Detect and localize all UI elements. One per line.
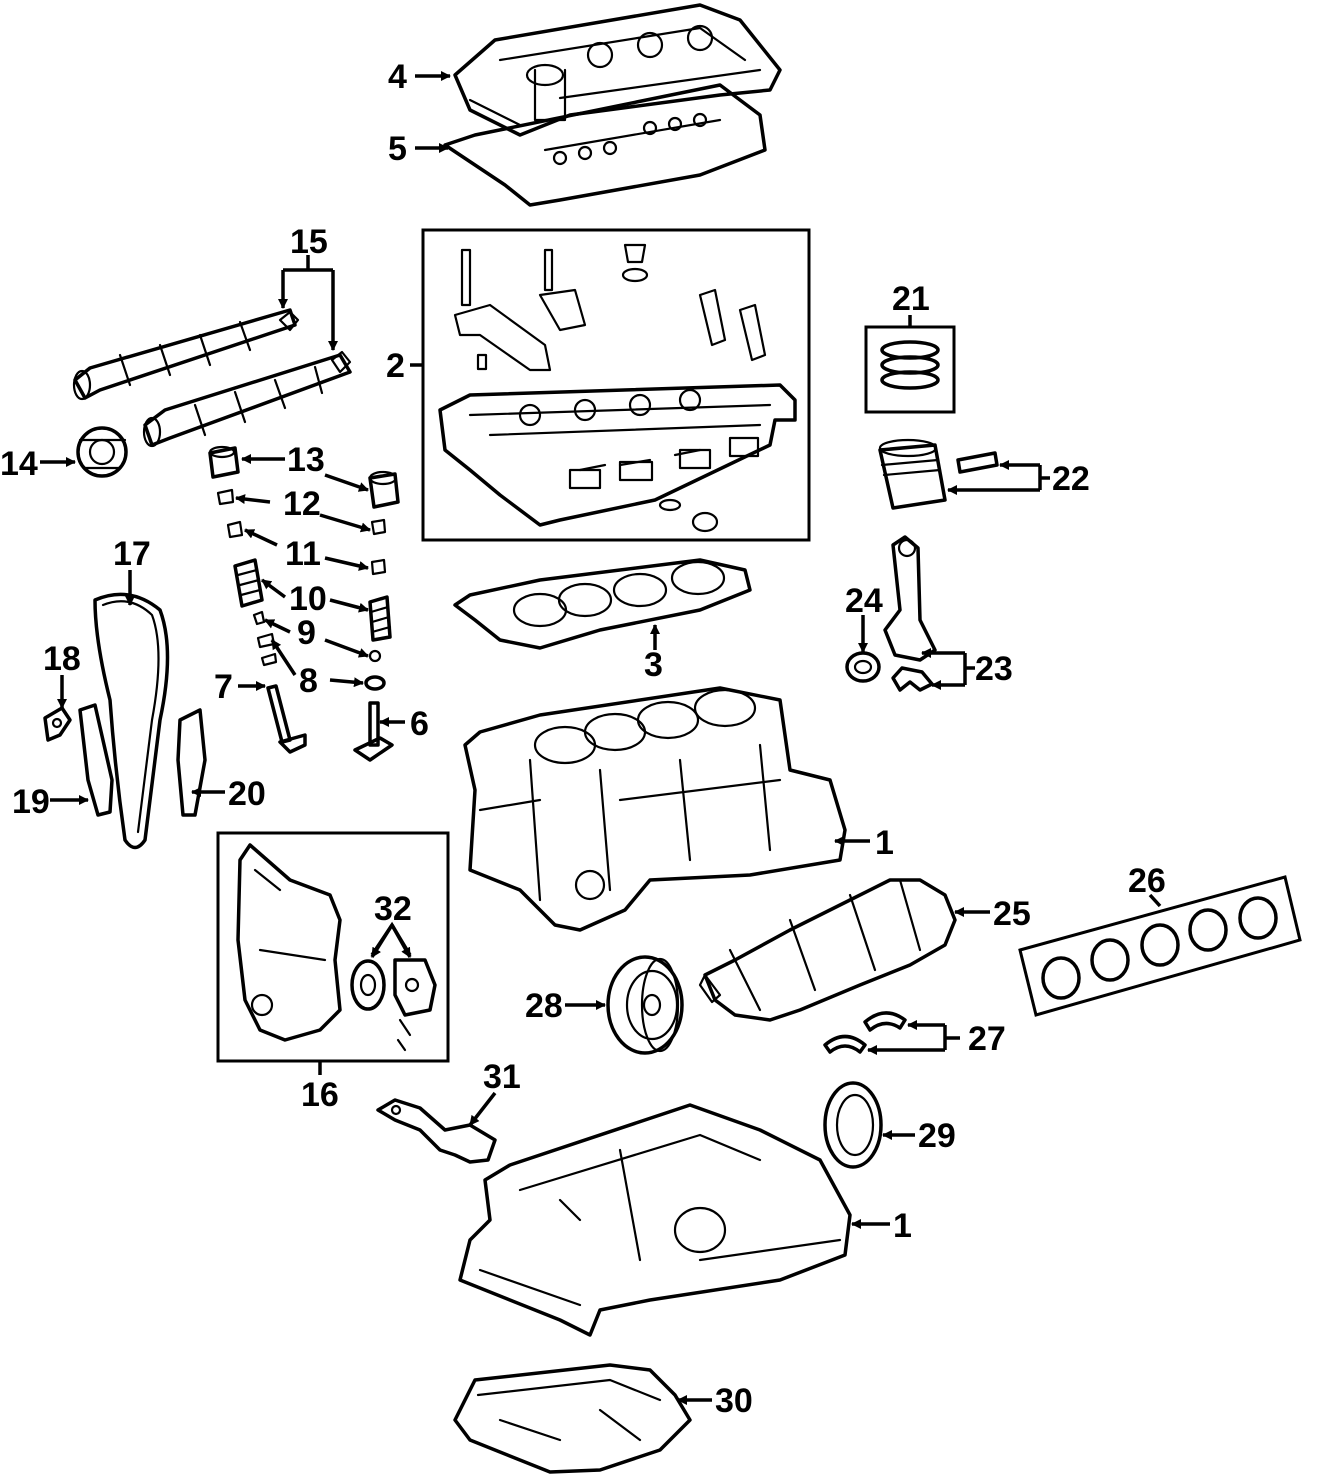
rear-main-seal [823,1081,883,1169]
callout-19: 19 [12,783,50,821]
callout-13: 13 [287,441,325,479]
valve-train-parts-left [216,488,278,667]
callout-30: 30 [715,1382,753,1420]
callout-15: 15 [290,223,328,261]
callout-25: 25 [993,895,1031,933]
callout-21: 21 [892,280,930,318]
callout-20: 20 [228,775,266,813]
callout-1-upper: 1 [875,824,894,862]
piston-and-pin [878,438,999,510]
thrust-washers [823,1011,907,1054]
callout-3: 3 [644,646,663,684]
timing-cover [236,843,437,1052]
piston-rings-box [864,325,956,414]
callout-14: 14 [0,445,38,483]
callout-29: 29 [918,1117,956,1155]
crankshaft [698,878,957,1022]
leader-lines [40,71,1162,1405]
callout-22: 22 [1052,460,1090,498]
oil-pickup [376,1098,497,1164]
callout-2: 2 [386,347,405,385]
callout-31: 31 [483,1058,521,1096]
valve-cover [453,3,782,137]
connecting-rod [883,535,937,692]
callout-24: 24 [845,582,883,620]
timing-cover-box [216,831,450,1063]
valve-lifters [208,445,400,509]
callout-18: 18 [43,640,81,678]
piston-rings [880,340,940,390]
cylinder-head [438,243,797,533]
chain-tensioner [43,706,72,742]
oil-pan-lower [453,1363,692,1474]
main-bearings-box [1018,875,1302,1017]
cylinder-head-kit-box [421,228,811,542]
callout-32: 32 [374,890,412,928]
callout-12: 12 [283,485,321,523]
callout-6: 6 [410,705,429,743]
rod-bearing [845,651,881,683]
valve-train-parts-right [364,518,392,691]
chain-guide-2 [176,708,207,817]
callout-28: 28 [525,987,563,1025]
main-bearings [1041,896,1278,1000]
callout-7: 7 [214,668,233,706]
callout-8: 8 [299,662,318,700]
chain-guide [78,703,114,817]
callout-10: 10 [289,580,327,618]
vvt-sprocket [76,426,128,478]
callout-16: 16 [301,1076,339,1114]
camshafts [72,308,352,448]
timing-chain [93,592,170,850]
oil-pan-upper [458,1103,852,1337]
callout-17: 17 [113,535,151,573]
callout-9: 9 [297,614,316,652]
callout-27: 27 [968,1020,1006,1058]
callout-26: 26 [1128,862,1166,900]
crank-pulley [606,955,684,1055]
head-gasket [453,558,752,650]
callout-5: 5 [388,130,407,168]
engine-block [463,686,847,932]
callout-1-lower: 1 [893,1207,912,1245]
callout-11: 11 [285,535,321,573]
callout-23: 23 [975,650,1013,688]
valves [266,684,394,762]
callout-4: 4 [388,58,407,96]
valve-cover-gasket [443,83,767,207]
